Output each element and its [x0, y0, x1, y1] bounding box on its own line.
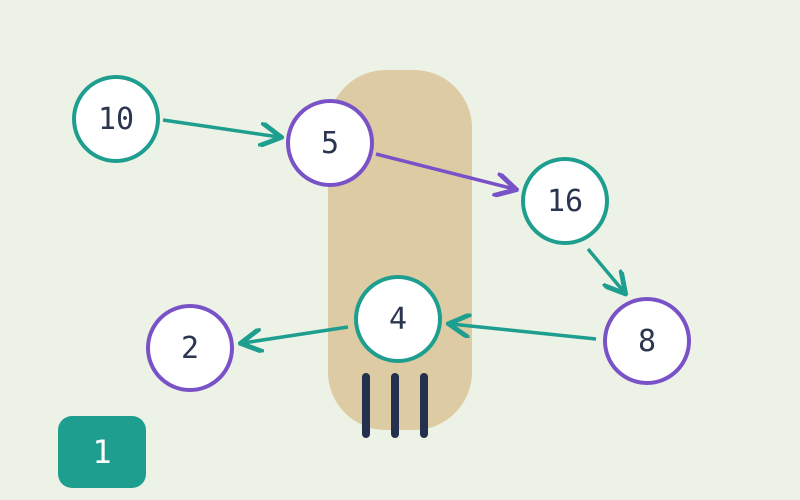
node-16: 16: [521, 157, 609, 245]
edge-10-to-5: [162, 118, 279, 137]
edge-5-to-16: [375, 152, 514, 189]
edge-16-to-8: [586, 247, 624, 292]
node-5: 5: [286, 99, 374, 187]
step-counter-badge: 1: [58, 416, 146, 488]
node-4: 4: [354, 275, 442, 363]
node-8: 8: [603, 297, 691, 385]
edge-4-to-2: [243, 325, 349, 343]
edge-8-to-4: [451, 324, 597, 341]
node-2: 2: [146, 304, 234, 392]
node-10: 10: [72, 75, 160, 163]
tally-marks: [362, 373, 428, 438]
